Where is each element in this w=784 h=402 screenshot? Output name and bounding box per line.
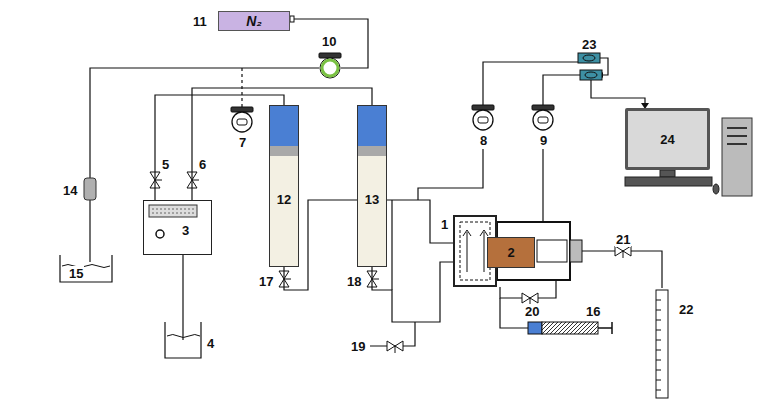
computer-accessories bbox=[722, 118, 752, 196]
callout-number: 8 bbox=[479, 133, 488, 148]
callout-number: 7 bbox=[238, 135, 247, 150]
syringe-pump bbox=[528, 322, 542, 334]
core-holder-body bbox=[460, 222, 582, 280]
signal-converter bbox=[583, 55, 595, 61]
pipe-lines bbox=[542, 149, 543, 222]
computer-accessories bbox=[660, 170, 675, 177]
pressure-regulator bbox=[322, 60, 338, 76]
syringe-pump bbox=[598, 322, 612, 334]
core-holder-body bbox=[460, 222, 490, 280]
pump-panel bbox=[152, 209, 194, 213]
callout-number: 12 bbox=[270, 192, 298, 207]
callout-number: 10 bbox=[321, 34, 337, 49]
valve-symbol bbox=[279, 271, 291, 287]
callout-number: 20 bbox=[524, 304, 540, 319]
signal-converter bbox=[580, 70, 602, 80]
pump-panel bbox=[149, 205, 197, 238]
callout-number: 4 bbox=[206, 336, 215, 351]
beaker bbox=[60, 255, 112, 282]
graduated-cylinder bbox=[656, 290, 668, 398]
gas-name: N₂ bbox=[246, 14, 261, 29]
computer-accessories bbox=[727, 128, 747, 144]
cylinder-outlet bbox=[290, 16, 294, 22]
pressure-gauge bbox=[532, 105, 554, 130]
valve-symbol bbox=[387, 341, 403, 353]
callout-number: 19 bbox=[350, 339, 366, 354]
callout-number: 15 bbox=[68, 266, 84, 281]
graduated-cylinder bbox=[656, 290, 668, 398]
callout-number: 17 bbox=[258, 274, 274, 289]
pipe-lines bbox=[582, 251, 662, 288]
callout-number: 2 bbox=[507, 245, 514, 260]
callout-number: 16 bbox=[585, 304, 601, 319]
callout-number: 5 bbox=[161, 157, 170, 172]
valve-symbol bbox=[615, 246, 631, 258]
callout-number: 3 bbox=[182, 223, 189, 238]
pressure-gauge bbox=[472, 105, 494, 130]
signal-converter bbox=[585, 72, 597, 78]
pressure-gauge bbox=[231, 107, 253, 132]
graduated-cylinder bbox=[656, 300, 661, 390]
core-holder-body bbox=[537, 240, 567, 262]
pipe-lines bbox=[418, 149, 483, 200]
pump-panel bbox=[156, 230, 164, 238]
callout-number: 24 bbox=[660, 132, 674, 147]
computer-accessories bbox=[713, 184, 719, 194]
liquid-surface bbox=[167, 335, 200, 338]
pipe-lines bbox=[543, 75, 580, 105]
pipe-lines bbox=[391, 200, 392, 290]
callout-number: 6 bbox=[198, 157, 207, 172]
core-holder-body bbox=[463, 230, 488, 272]
fluid-column: 12 bbox=[269, 105, 299, 267]
pressure-regulator bbox=[319, 53, 341, 58]
callout-number: 21 bbox=[615, 232, 631, 247]
valve-symbol bbox=[150, 172, 162, 188]
syringe-pump bbox=[528, 322, 612, 334]
callout-number: 13 bbox=[358, 192, 386, 207]
pipe-lines bbox=[483, 62, 578, 105]
beaker bbox=[165, 322, 201, 358]
pipe-lines bbox=[182, 255, 183, 340]
callout-number: 23 bbox=[581, 37, 597, 52]
pump-panel bbox=[149, 205, 197, 217]
filter-canister bbox=[84, 178, 96, 200]
valve-symbol bbox=[187, 172, 199, 188]
pipe-connector bbox=[155, 95, 284, 200]
pipe-lines bbox=[591, 80, 645, 104]
gas-cylinder: 11N₂ bbox=[218, 11, 290, 31]
pipe-lines bbox=[500, 280, 556, 298]
callout-number: 9 bbox=[539, 133, 548, 148]
valve-symbol bbox=[367, 271, 379, 287]
core-holder: 12 bbox=[453, 215, 497, 287]
pump-box: 3 bbox=[143, 200, 212, 255]
computer-monitor: 24 bbox=[625, 108, 710, 170]
callout-number: 1 bbox=[441, 217, 448, 232]
core-holder-body bbox=[570, 240, 582, 262]
pipe-lines bbox=[370, 322, 415, 346]
core-sample: 2 bbox=[487, 237, 535, 268]
callout-number: 18 bbox=[346, 274, 362, 289]
pressure-regulator bbox=[320, 58, 340, 78]
callout-number: 22 bbox=[678, 302, 694, 317]
computer-accessories bbox=[625, 177, 712, 186]
pipe-lines bbox=[89, 200, 90, 262]
pressure-regulator bbox=[319, 53, 341, 78]
syringe-pump bbox=[542, 322, 598, 334]
pipe-lines bbox=[90, 19, 662, 346]
callout-number: 14 bbox=[62, 183, 78, 198]
pipe-connector bbox=[372, 262, 453, 322]
callout-number: 11 bbox=[193, 14, 207, 29]
signal-converter bbox=[578, 53, 600, 63]
fluid-column: 13 bbox=[357, 105, 387, 267]
signal-converter bbox=[578, 53, 602, 80]
